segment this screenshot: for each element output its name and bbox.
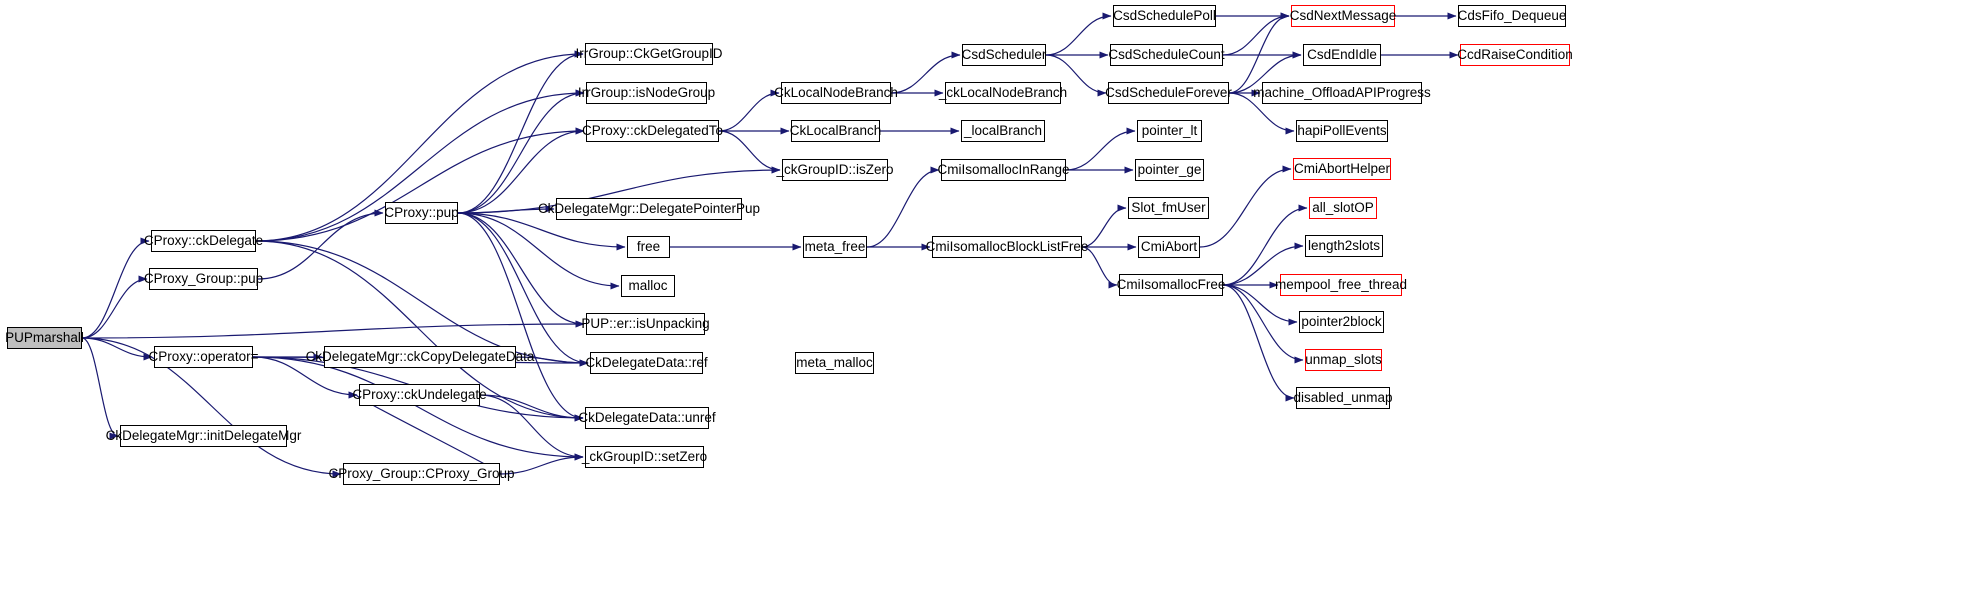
graph-node-n22[interactable]: CkLocalNodeBranch: [774, 82, 898, 104]
graph-node-n47[interactable]: disabled_unmap: [1293, 387, 1393, 409]
graph-node-n41[interactable]: CmiAbortHelper: [1293, 158, 1391, 180]
graph-node-n42[interactable]: all_slotOP: [1309, 197, 1377, 219]
graph-edge: [257, 209, 384, 280]
graph-node-n18[interactable]: CkDelegateData::unref: [578, 407, 716, 429]
graph-edge: [255, 127, 585, 242]
graph-node-n34[interactable]: CsdSchedulePoll: [1113, 5, 1216, 27]
graph-edge: [718, 130, 781, 174]
graph-node-n40[interactable]: hapiPollEvents: [1296, 120, 1388, 142]
graph-node-n14[interactable]: free: [627, 236, 670, 258]
graph-node-n20[interactable]: meta_malloc: [795, 352, 874, 374]
graph-edge: [1222, 12, 1290, 56]
graph-node-n44[interactable]: mempool_free_thread: [1275, 274, 1407, 296]
graph-node-n33[interactable]: CmiIsomallocFree: [1117, 274, 1225, 296]
graph-node-n11[interactable]: CProxy::ckDelegatedTo: [582, 120, 723, 142]
graph-node-n2[interactable]: CProxy_Group::pup: [144, 268, 263, 290]
graph-node-n28[interactable]: CsdScheduler: [962, 44, 1046, 66]
graph-node-n1[interactable]: CProxy::ckDelegate: [144, 230, 263, 252]
graph-node-n17[interactable]: CkDelegateData::ref: [585, 352, 708, 374]
graph-node-n43[interactable]: length2slots: [1305, 235, 1383, 257]
graph-edge: [718, 89, 780, 132]
graph-node-n3[interactable]: CProxy::operator=: [149, 346, 258, 368]
graph-edge: [866, 166, 940, 248]
graph-edge: [457, 212, 585, 328]
graph-node-n5[interactable]: CProxy::pup: [384, 202, 459, 224]
graph-node-n23[interactable]: CkLocalBranch: [790, 120, 881, 142]
graph-edge: [81, 320, 585, 339]
graph-edge: [255, 240, 589, 367]
graph-node-n39[interactable]: machine_OffloadAPIProgress: [1253, 82, 1431, 104]
graph-node-n10[interactable]: IrrGroup::isNodeGroup: [578, 82, 715, 104]
graph-node-n45[interactable]: pointer2block: [1299, 311, 1384, 333]
graph-edge: [81, 337, 119, 440]
graph-node-n12[interactable]: _ckGroupID::isZero: [776, 159, 894, 181]
graph-node-n49[interactable]: CcdRaiseCondition: [1457, 44, 1573, 66]
graph-edge: [479, 394, 584, 461]
graph-edge: [479, 394, 584, 422]
graph-node-n46[interactable]: unmap_slots: [1305, 349, 1382, 371]
graph-node-n0[interactable]: PUPmarshall: [5, 327, 84, 349]
graph-node-n21[interactable]: meta_free: [803, 236, 867, 258]
graph-node-n48[interactable]: CdsFifo_Dequeue: [1458, 5, 1566, 27]
graph-node-n24[interactable]: CmiIsomallocInRange: [937, 159, 1070, 181]
graph-node-n16[interactable]: PUP::er::isUnpacking: [581, 313, 710, 335]
graph-node-n35[interactable]: CsdScheduleCount: [1108, 44, 1225, 66]
graph-node-n4[interactable]: CkDelegateMgr::initDelegateMgr: [106, 425, 301, 447]
graph-node-n25[interactable]: _ckLocalNodeBranch: [939, 82, 1067, 104]
graph-node-n30[interactable]: pointer_ge: [1135, 159, 1204, 181]
graph-edge: [81, 275, 148, 339]
graph-edge: [457, 50, 584, 214]
graph-edge: [81, 237, 150, 339]
graph-node-n26[interactable]: _localBranch: [961, 120, 1045, 142]
graph-node-n13[interactable]: CkDelegateMgr::DelegatePointerPup: [538, 198, 760, 220]
graph-node-n9[interactable]: IrrGroup::CkGetGroupID: [575, 43, 723, 65]
graph-edge: [1222, 284, 1295, 402]
graph-edge: [457, 212, 620, 290]
graph-node-n27[interactable]: CmiIsomallocBlockListFree: [926, 236, 1088, 258]
graph-node-n37[interactable]: CsdNextMessage: [1290, 5, 1396, 27]
graph-node-n31[interactable]: Slot_fmUser: [1128, 197, 1209, 219]
graph-node-n36[interactable]: CsdScheduleForever: [1105, 82, 1232, 104]
graph-node-n7[interactable]: CProxy::ckUndelegate: [352, 384, 487, 406]
graph-edge: [1065, 127, 1136, 171]
graph-edge: [81, 337, 153, 361]
graph-node-n38[interactable]: CsdEndIdle: [1303, 44, 1381, 66]
graph-node-n6[interactable]: CkDelegateMgr::ckCopyDelegateData: [306, 346, 534, 368]
graph-node-n32[interactable]: CmiAbort: [1138, 236, 1200, 258]
graph-edge: [1199, 165, 1292, 248]
graph-node-n15[interactable]: malloc: [621, 275, 675, 297]
graph-edge: [252, 356, 584, 461]
graph-node-n29[interactable]: pointer_lt: [1137, 120, 1202, 142]
graph-edge: [1081, 204, 1127, 248]
graph-node-n19[interactable]: _ckGroupID::setZero: [582, 446, 707, 468]
graph-node-n8[interactable]: CProxy_Group::CProxy_Group: [328, 463, 515, 485]
graph-edge: [1222, 284, 1304, 364]
graph-edge: [457, 89, 585, 214]
graph-edge: [457, 212, 589, 367]
graph-edge: [1045, 12, 1112, 56]
